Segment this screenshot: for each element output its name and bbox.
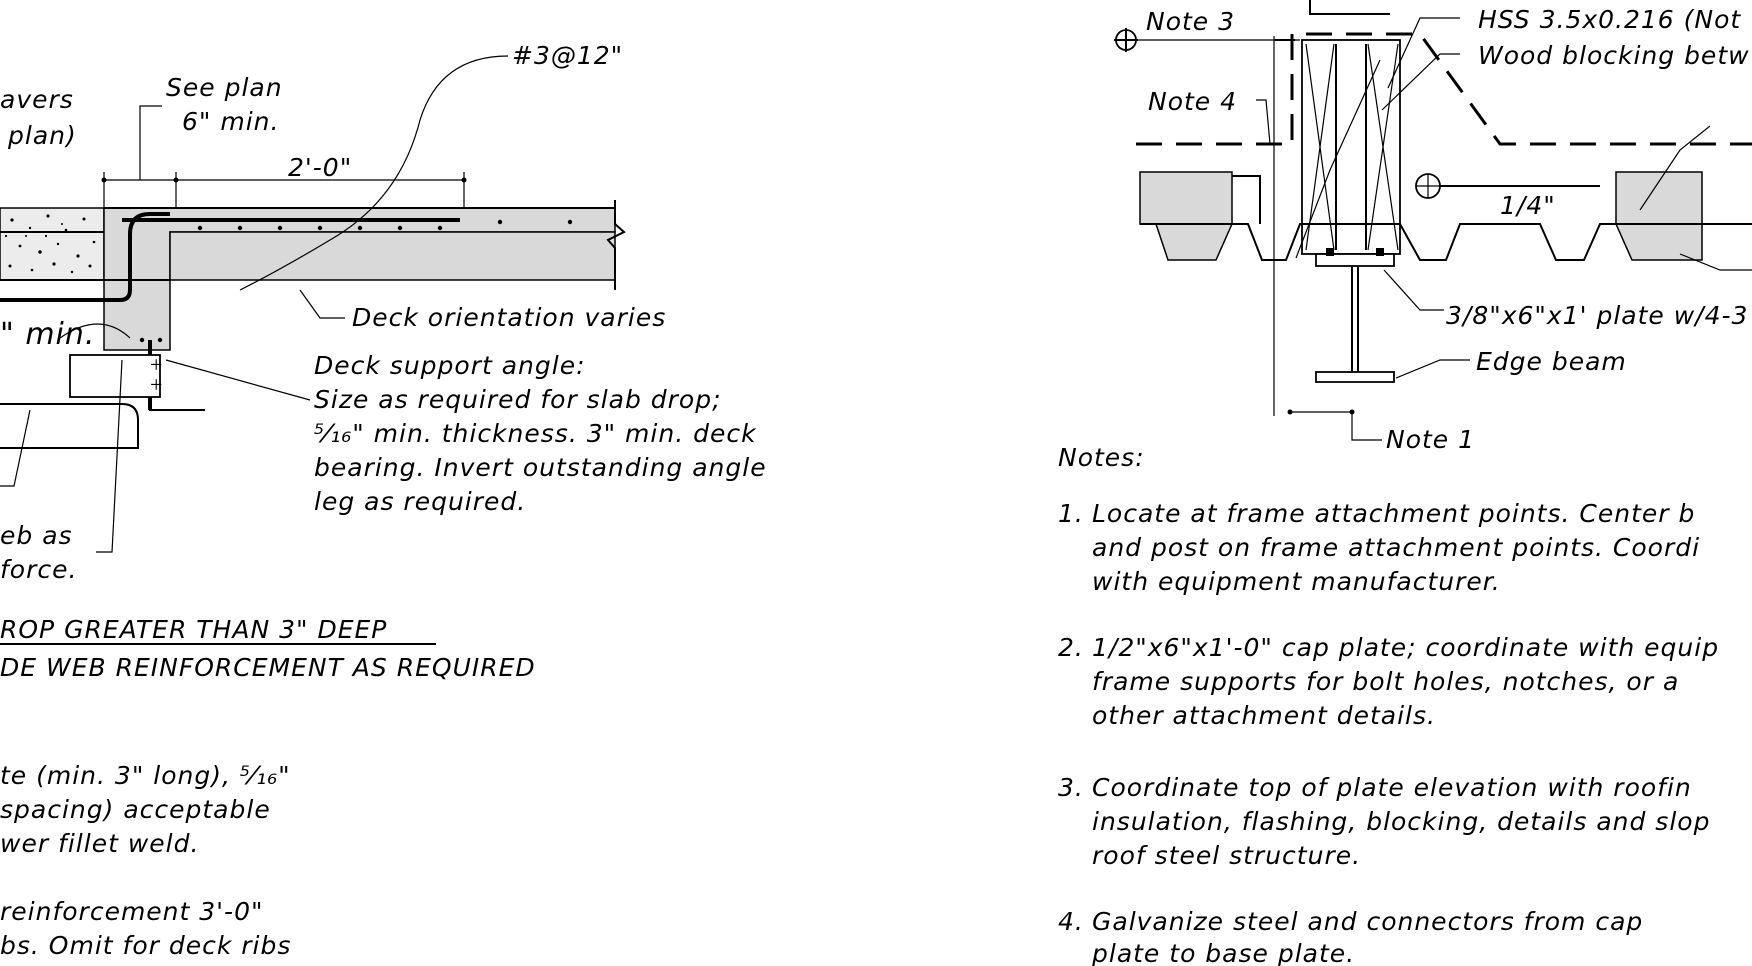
- paver-block: [0, 207, 105, 281]
- dim-dot: [101, 177, 107, 183]
- wood-leader: [1381, 53, 1460, 111]
- right-leader: [1639, 125, 1711, 211]
- dim-dot: [173, 177, 179, 183]
- bolt-mark: +: [150, 352, 162, 377]
- wood-blocking-label: Wood blocking betw: [1478, 41, 1750, 70]
- web-note: force.: [0, 555, 77, 584]
- slope-label: 1/4": [1500, 191, 1556, 220]
- plate-leader: [1383, 269, 1444, 311]
- deck-edge-left: [1232, 175, 1261, 224]
- note1-label: Note 1: [1386, 425, 1475, 454]
- beam-web-outline: [0, 403, 139, 449]
- detail-title: DE WEB REINFORCEMENT AS REQUIRED: [0, 653, 536, 682]
- blocking-arrow: [1295, 59, 1381, 259]
- note1-leader: [1351, 412, 1382, 441]
- rebar-dots: [139, 219, 573, 343]
- note-line: other attachment details.: [1092, 701, 1436, 730]
- note-line: plate to base plate.: [1091, 939, 1355, 966]
- bolt-mark: +: [150, 372, 162, 397]
- note-number: 2.: [1058, 633, 1084, 662]
- dim-dot: [461, 177, 467, 183]
- left-slab-detail: + + avers plan) See plan 6" min. #3@12" …: [0, 41, 767, 960]
- paver-stipple: [4, 214, 96, 274]
- hss-post: [1301, 39, 1401, 255]
- plate-note: spacing) acceptable: [0, 795, 271, 824]
- reinf-note: bs. Omit for deck ribs: [0, 931, 291, 960]
- base-plate: [1315, 253, 1395, 267]
- plate-label: 3/8"x6"x1' plate w/4-3: [1446, 301, 1748, 330]
- note-line: Galvanize steel and connectors from cap: [1092, 907, 1643, 936]
- right-support-detail: Note 3 Note 4 HSS 3.5x0.216 (Not Wood bl…: [1114, 0, 1752, 454]
- dim-2ft: 2'-0": [288, 153, 352, 182]
- note-line: Coordinate top of plate elevation with r…: [1092, 773, 1692, 802]
- web-note: eb as: [0, 521, 73, 550]
- deck-support-line: Size as required for slab drop;: [314, 385, 722, 414]
- plate-note: wer fillet weld.: [0, 829, 199, 858]
- hss-leader: [1387, 17, 1460, 89]
- edge-beam-leader: [1395, 359, 1470, 379]
- deck-support-line: leg as required.: [314, 487, 526, 516]
- min-leader: [59, 323, 131, 339]
- see-plan-leader: [139, 105, 162, 180]
- roof-insulation-right: [1615, 171, 1703, 261]
- note-line: roof steel structure.: [1092, 841, 1361, 870]
- bolt-nut: [1376, 248, 1384, 256]
- reinf-note: reinforcement 3'-0": [0, 897, 263, 926]
- note-line: frame supports for bolt holes, notches, …: [1092, 667, 1679, 696]
- right-leader-lower: [1679, 253, 1752, 271]
- deck-support-line: ⁵⁄₁₆" min. thickness. 3" min. deck: [314, 419, 757, 448]
- note-number: 1.: [1058, 499, 1084, 528]
- break-line-right: [606, 200, 626, 290]
- metal-deck-profile: [1140, 223, 1752, 261]
- see-plan-min: 6" min.: [182, 107, 279, 136]
- pavers-label: avers: [0, 85, 74, 114]
- note-line: insulation, flashing, blocking, details …: [1092, 807, 1710, 836]
- rebar-callout: #3@12": [512, 41, 623, 70]
- bolt-nut: [1326, 248, 1334, 256]
- note4-label: Note 4: [1148, 87, 1237, 116]
- deck-support-leader: [165, 359, 311, 401]
- notes-block: Notes: 1. Locate at frame attachment poi…: [1058, 443, 1719, 966]
- note-line: 1/2"x6"x1'-0" cap plate; coordinate with…: [1092, 633, 1719, 662]
- note-line: with equipment manufacturer.: [1092, 567, 1501, 596]
- deck-support-line: bearing. Invert outstanding angle: [314, 453, 767, 482]
- note4-leader: [1256, 99, 1271, 145]
- web-note-leader: [96, 359, 123, 553]
- dim-dot: [1287, 409, 1293, 415]
- see-plan-label: See plan: [166, 73, 283, 102]
- note3-label: Note 3: [1146, 7, 1235, 36]
- roof-dashed-line: [1136, 32, 1752, 146]
- note-line: Locate at frame attachment points. Cente…: [1092, 499, 1695, 528]
- hss-label: HSS 3.5x0.216 (Not: [1478, 5, 1741, 34]
- pavers-label: plan): [7, 121, 77, 150]
- plate-note: te (min. 3" long), ⁵⁄₁₆": [0, 761, 291, 790]
- note-line: and post on frame attachment points. Coo…: [1092, 533, 1700, 562]
- deck-orient-leader: [299, 289, 345, 319]
- roof-insulation-left: [1139, 171, 1233, 261]
- note-number: 3.: [1058, 773, 1084, 802]
- note-number: 4.: [1058, 907, 1084, 936]
- detail-title: ROP GREATER THAN 3" DEEP: [0, 615, 387, 644]
- beam-flange-bottom: [1315, 371, 1395, 383]
- rebar-leader: [239, 55, 509, 291]
- min-label: " min.: [0, 317, 95, 352]
- stiffener-plate: [69, 354, 161, 398]
- notes-heading: Notes:: [1058, 443, 1145, 472]
- deck-support-line: Deck support angle:: [314, 351, 586, 380]
- left-arrow-leader: [0, 409, 31, 487]
- blocking-x: [1305, 43, 1335, 251]
- deck-orientation-label: Deck orientation varies: [352, 303, 666, 332]
- rebar-hook: [0, 212, 170, 302]
- deck-rib: [169, 231, 616, 281]
- edge-beam-label: Edge beam: [1476, 347, 1627, 376]
- cap-plate: [1309, 0, 1390, 15]
